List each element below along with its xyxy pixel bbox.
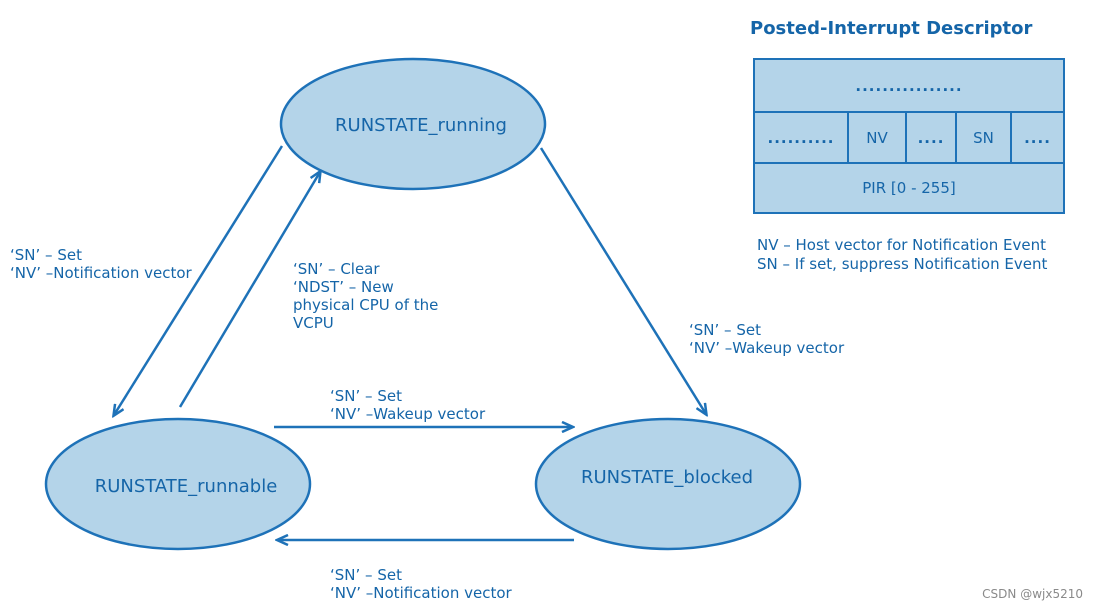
label-running-to-blocked: ‘SN’ – Set ‘NV’ –Wakeup vector [689,321,844,357]
label-line: ‘SN’ – Set [330,566,402,584]
label-line: ‘SN’ – Set [10,246,82,264]
legend-item-sn: SN – If set, suppress Notification Event [757,255,1048,273]
state-blocked-label: RUNSTATE_blocked [581,467,753,488]
legend: NV – Host vector for Notification Event … [757,236,1047,274]
label-runnable-to-running: ‘SN’ – Clear ‘NDST’ – New physical CPU o… [293,260,438,332]
descriptor-divider [955,113,957,163]
state-running-label: RUNSTATE_running [335,115,507,136]
descriptor-title: Posted-Interrupt Descriptor [750,18,1033,39]
edge-runnable-to-running [178,172,320,408]
label-line: ‘SN’ – Set [330,387,402,405]
descriptor-nv-cell: NV [866,129,888,147]
label-running-to-runnable: ‘SN’ – Set ‘NV’ –Notification vector [10,246,192,282]
descriptor-divider [1010,113,1012,163]
descriptor-row2-cell-dots: .... [1024,129,1051,147]
label-line: ‘SN’ – Clear [293,260,380,278]
descriptor-row1-cell: ................ [855,77,963,95]
label-line: ‘NV’ –Wakeup vector [330,405,486,423]
edge-running-to-runnable [114,145,284,415]
descriptor-divider [755,162,1063,164]
descriptor-pir-cell: PIR [0 - 255] [862,179,956,197]
descriptor-divider [755,111,1063,113]
label-line: ‘NV’ –Notification vector [330,584,512,602]
watermark: CSDN @wjx5210 [982,587,1083,601]
label-line: ‘SN’ – Set [689,321,761,339]
state-runnable-node [44,417,312,551]
label-line: VCPU [293,314,334,332]
descriptor-divider [847,113,849,163]
edge-running-to-blocked [539,147,706,414]
descriptor-divider [905,113,907,163]
label-line: physical CPU of the [293,296,439,314]
state-blocked-node [534,417,802,551]
state-runnable-label: RUNSTATE_runnable [95,476,278,497]
descriptor-row2-cell-dots: .......... [767,129,835,147]
label-runnable-to-blocked: ‘SN’ – Set ‘NV’ –Wakeup vector [330,387,485,423]
state-running-node [279,57,547,191]
descriptor-sn-cell: SN [973,129,994,147]
label-blocked-to-runnable: ‘SN’ – Set ‘NV’ –Notification vector [330,566,512,602]
legend-item-nv: NV – Host vector for Notification Event [757,236,1046,254]
label-line: ‘NDST’ – New [293,278,394,296]
descriptor-table: ................ .......... NV .... SN .… [753,58,1065,214]
descriptor-row2-cell-dots: .... [917,129,945,147]
label-line: ‘NV’ –Wakeup vector [689,339,845,357]
label-line: ‘NV’ –Notification vector [10,264,192,282]
